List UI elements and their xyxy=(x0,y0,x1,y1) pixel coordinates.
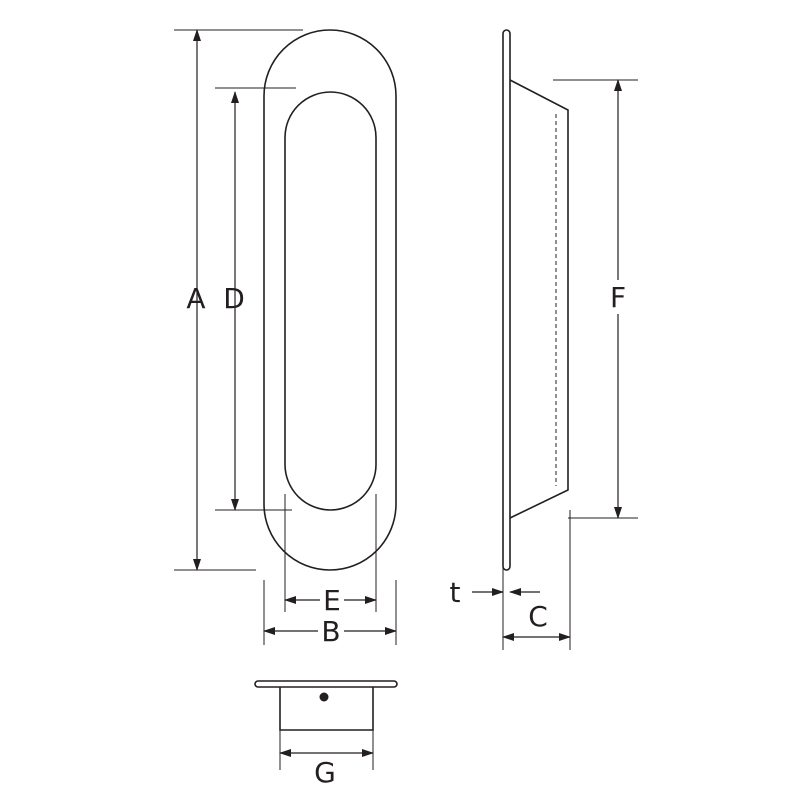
front-view xyxy=(263,29,397,571)
side-plate xyxy=(502,29,511,571)
label-b: B xyxy=(321,615,340,648)
bottom-flange xyxy=(254,680,398,688)
dimension-g: G xyxy=(279,730,374,789)
label-f: F xyxy=(610,281,626,314)
side-cup-profile xyxy=(509,79,569,519)
label-c: C xyxy=(528,600,548,633)
dimension-c: C xyxy=(502,510,571,650)
label-t: t xyxy=(450,576,461,609)
dimension-f: F xyxy=(553,79,638,519)
bottom-cup-body xyxy=(279,687,374,731)
dimension-t: t xyxy=(450,565,540,609)
bottom-view-hole xyxy=(319,692,329,702)
dimension-a: A xyxy=(174,29,303,571)
label-g: G xyxy=(314,756,336,789)
inner-recess-outline xyxy=(284,91,377,511)
dimension-d: D xyxy=(215,87,296,511)
outer-plate-outline xyxy=(263,29,397,571)
label-a: A xyxy=(186,282,205,315)
dimension-e: E xyxy=(284,494,377,617)
dimension-b: B xyxy=(263,580,397,648)
label-d: D xyxy=(223,282,245,315)
label-e: E xyxy=(323,584,341,617)
bottom-view xyxy=(254,680,398,731)
side-view xyxy=(502,29,569,571)
